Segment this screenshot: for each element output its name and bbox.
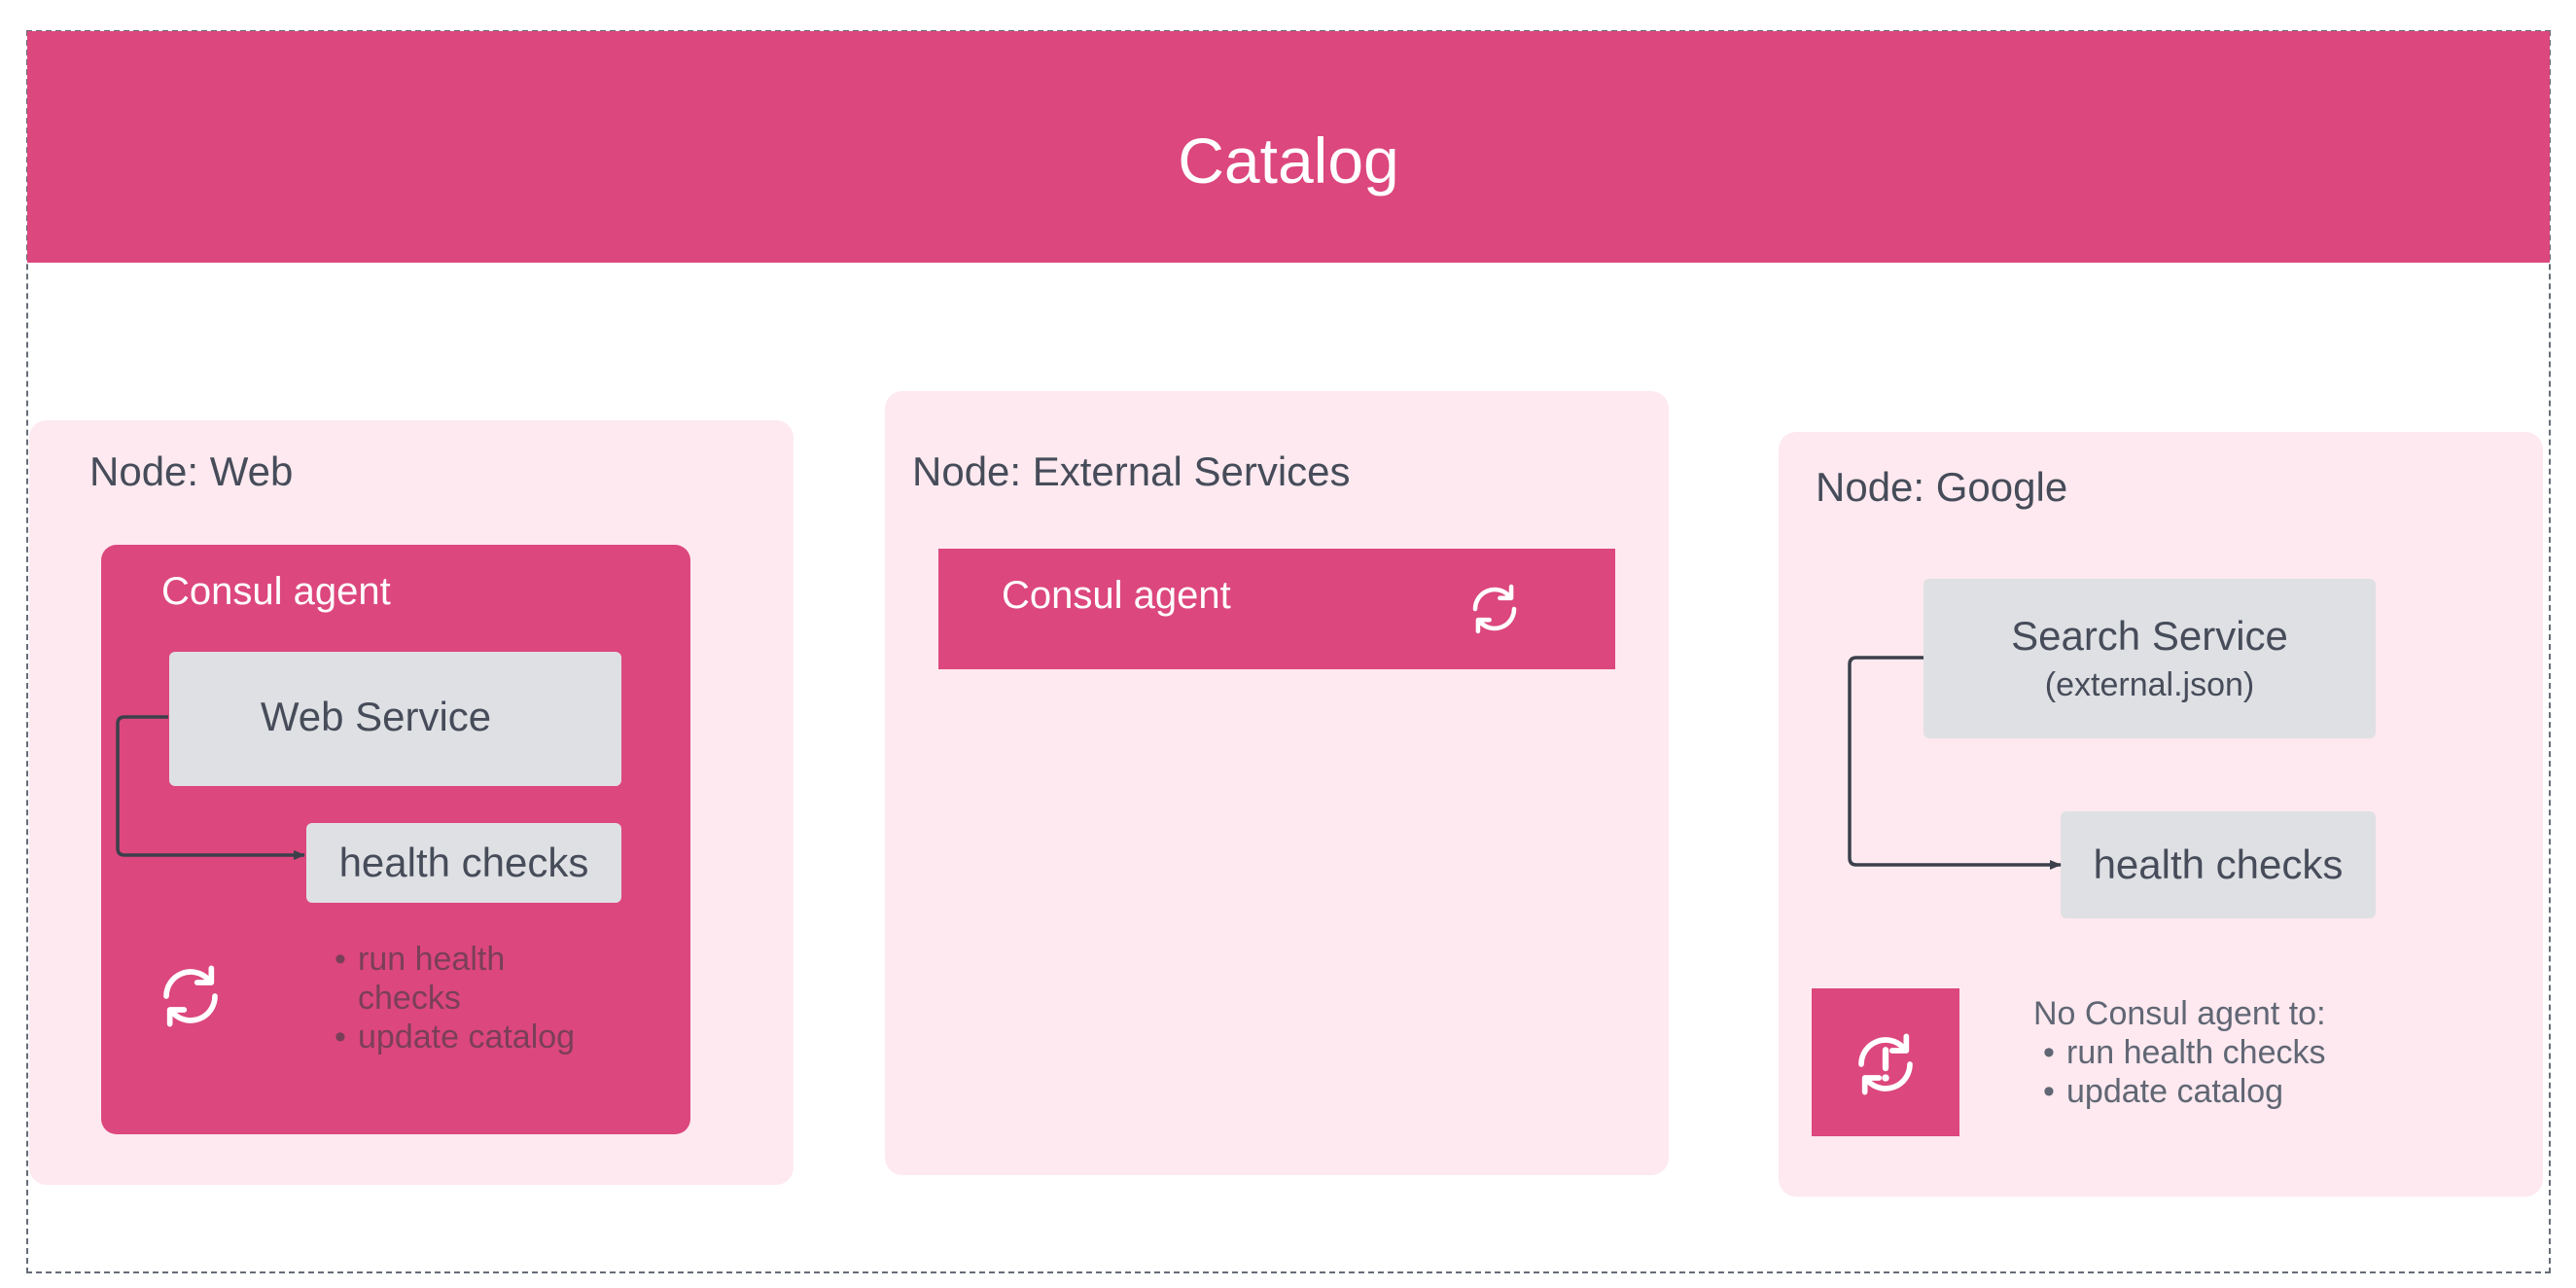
- list-item: run health checks: [2043, 1033, 2326, 1072]
- list-item: update catalog: [2043, 1072, 2326, 1111]
- web-health-checks-label: health checks: [338, 840, 589, 885]
- catalog-header: Catalog: [27, 31, 2550, 263]
- web-service-label: Web Service: [260, 694, 492, 739]
- missing-agent-note: No Consul agent to: run health checks up…: [2033, 994, 2326, 1111]
- external-consul-agent: Consul agent: [938, 549, 1615, 669]
- search-service-sublabel: (external.json): [2044, 666, 2255, 703]
- node-web-label: Node: Web: [89, 448, 294, 494]
- google-health-checks-box: health checks: [2061, 811, 2376, 918]
- node-web: Node: Web Consul agent Web Service healt…: [29, 420, 794, 1185]
- google-health-checks-label: health checks: [2093, 841, 2344, 887]
- node-external-services-label: Node: External Services: [912, 448, 1351, 494]
- web-agent-task-list: run health checks update catalog: [335, 940, 607, 1056]
- web-consul-agent-label: Consul agent: [161, 570, 391, 613]
- missing-agent-tile: [1812, 988, 1959, 1136]
- web-service-box: Web Service: [169, 652, 621, 786]
- web-health-checks-box: health checks: [306, 823, 621, 903]
- node-google: Node: Google Search Service (external.js…: [1779, 432, 2543, 1197]
- web-consul-agent: Consul agent Web Service health checks r…: [101, 545, 690, 1134]
- catalog-title: Catalog: [1178, 125, 1399, 197]
- sync-alert-icon: [1858, 1033, 1913, 1095]
- missing-agent-task-list: run health checks update catalog: [2033, 1033, 2326, 1111]
- node-google-label: Node: Google: [1816, 464, 2068, 510]
- node-external-services: Node: External Services Consul agent: [885, 391, 1669, 1175]
- missing-agent-note-title: No Consul agent to:: [2033, 995, 2326, 1032]
- search-service-label: Search Service: [2011, 613, 2288, 659]
- list-item: run health checks: [335, 940, 607, 1018]
- external-consul-agent-label: Consul agent: [1002, 574, 1231, 617]
- list-item: update catalog: [335, 1018, 607, 1056]
- search-service-box: Search Service (external.json): [1923, 579, 2376, 738]
- sync-icon: [163, 965, 218, 1027]
- sync-icon: [1472, 584, 1517, 634]
